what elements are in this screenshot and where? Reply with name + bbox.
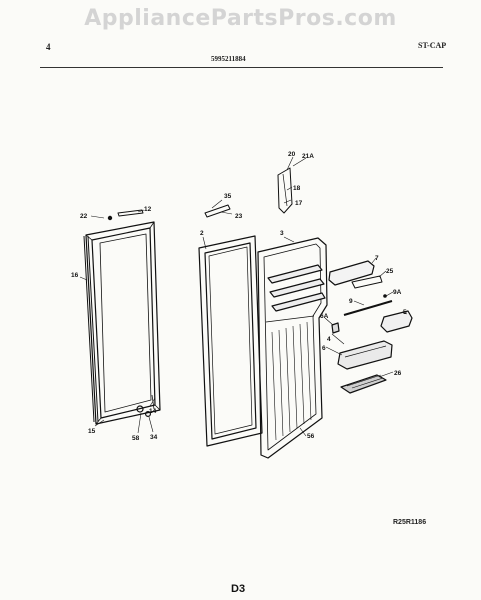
callout-35: 35 — [224, 193, 232, 200]
callout-3: 3 — [280, 230, 284, 237]
clip-6a — [331, 322, 340, 334]
washer-34 — [145, 411, 152, 418]
callout-26: 26 — [394, 370, 402, 377]
header-rule — [40, 67, 443, 68]
callout-21a: 21A — [302, 153, 314, 160]
callout-14: 14 — [149, 408, 157, 415]
callout-58: 58 — [132, 435, 140, 442]
door-liner — [257, 237, 328, 459]
gasket-strip — [83, 235, 99, 423]
callout-7: 7 — [375, 255, 379, 262]
callout-20: 20 — [288, 151, 296, 158]
callout-17: 17 — [295, 200, 303, 207]
dairy-grille — [340, 374, 387, 394]
door-stop-bracket — [277, 167, 293, 214]
callout-6a: 6A — [320, 313, 329, 320]
callout-9a: 9A — [393, 289, 402, 296]
callout-15: 15 — [88, 428, 96, 435]
shelf-rod — [343, 300, 393, 316]
model-code: ST-CAP — [418, 41, 447, 50]
door-bin — [337, 340, 393, 370]
callout-18: 18 — [293, 185, 301, 192]
callout-5: 5 — [403, 309, 407, 316]
drawing-reference-code: R25R1186 — [393, 519, 427, 526]
callout-22: 22 — [80, 213, 88, 220]
callout-56: 56 — [307, 433, 315, 440]
callout-34: 34 — [150, 434, 158, 441]
door-shelf-upper — [328, 260, 375, 286]
shelf-insert — [351, 275, 383, 289]
freezer-door-gasket — [85, 221, 161, 425]
screw-58 — [136, 405, 144, 413]
callout-4: 4 — [327, 336, 331, 343]
fresh-food-door — [198, 235, 263, 447]
callout-6: 6 — [322, 345, 326, 352]
sheet-label: D3 — [231, 583, 246, 595]
door-hinge — [204, 204, 231, 218]
callout-25: 25 — [386, 268, 394, 275]
callout-2: 2 — [200, 230, 204, 237]
page-number: 4 — [46, 42, 51, 52]
callout-16: 16 — [71, 272, 79, 279]
callout-9: 9 — [349, 298, 353, 305]
freezer-handle — [117, 209, 144, 217]
callout-23: 23 — [235, 213, 243, 220]
shelf-bracket — [380, 310, 413, 333]
part-number: 5995211884 — [211, 55, 246, 63]
watermark: AppliancePartsPros.com — [84, 6, 397, 31]
callout-12: 12 — [144, 206, 152, 213]
